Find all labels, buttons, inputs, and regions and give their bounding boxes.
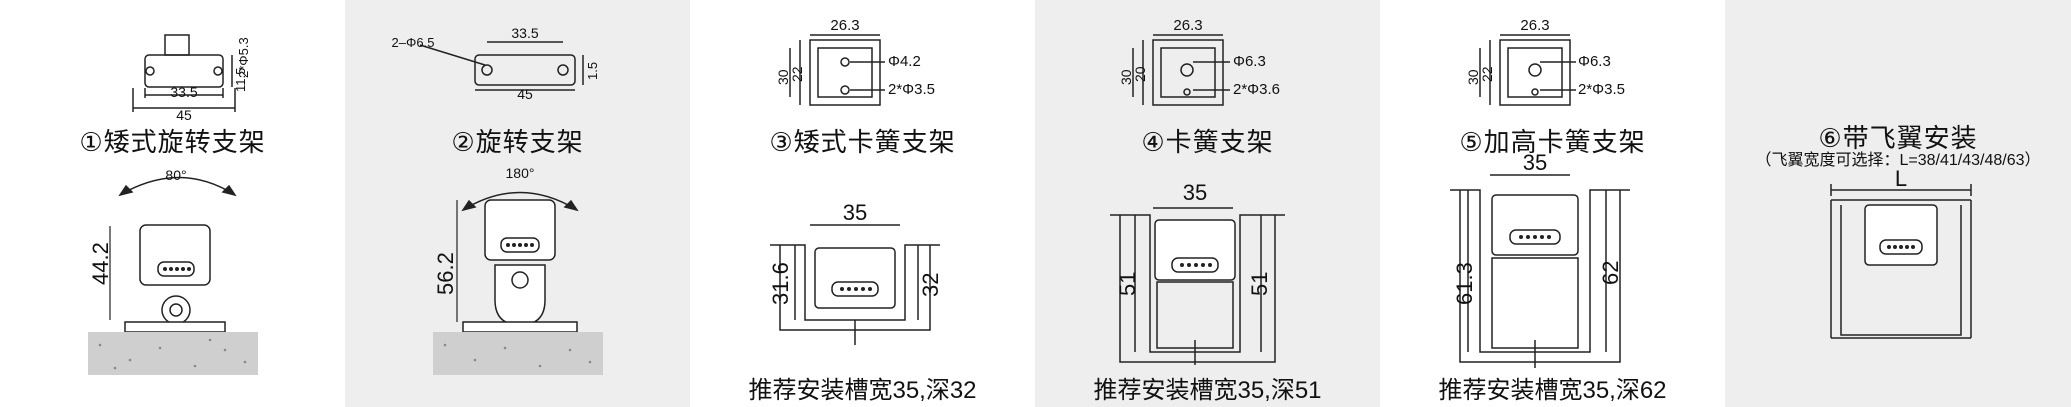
low-spring-clip-drawing: 26.3 30 22 Φ4.2 2*Φ3.5 35 31.6 32 — [768, 17, 943, 345]
panel-low-spring-clip-bracket: 26.3 30 22 Φ4.2 2*Φ3.5 35 31.6 32 — [690, 0, 1035, 407]
dim-height-small: 11.5 — [233, 68, 248, 92]
dim-right-height: 32 — [918, 273, 943, 297]
dim-left-height: 31.6 — [768, 262, 793, 305]
dim-flange-width: L — [1895, 166, 1907, 191]
install-recommendation: 推荐安装槽宽35,深62 — [1438, 377, 1667, 404]
dim-side-holes: 2*Φ3.5 — [888, 81, 935, 98]
dim-hole-spacing: 33.5 — [511, 25, 538, 41]
dim-top-width: 26.3 — [830, 17, 859, 34]
dim-top-width: 26.3 — [1173, 17, 1202, 34]
dim-height-small: 1.5 — [585, 62, 600, 80]
dim-side-holes: 2*Φ3.6 — [1233, 81, 1280, 98]
dim-inner-height: 22 — [1479, 66, 1495, 82]
panel-title: ⑤加高卡簧支架 — [1459, 127, 1646, 157]
panel-title: ②旋转支架 — [451, 127, 584, 157]
dim-hole-diameter: 2–Φ6.5 — [392, 35, 435, 50]
dim-total-height: 44.2 — [88, 242, 113, 285]
panel-title: ④卡簧支架 — [1141, 127, 1274, 157]
dim-channel-width: 35 — [1183, 180, 1207, 205]
dim-inner-height: 22 — [789, 66, 805, 82]
spring-clip-drawing: 26.3 30 20 Φ6.3 2*Φ3.6 35 51 51 — [1110, 17, 1285, 365]
panel-title: ①矮式旋转支架 — [79, 127, 266, 157]
flange-mount-drawing: L — [1830, 166, 1972, 339]
dim-outer-height: 30 — [1465, 69, 1481, 85]
dim-center-hole: Φ6.3 — [1578, 53, 1611, 70]
dim-hole-spacing: 33.5 — [170, 84, 197, 100]
panel-title: ⑥带飞翼安装 — [1818, 123, 1978, 153]
dim-center-hole: Φ4.2 — [888, 53, 921, 70]
dim-top-width: 26.3 — [1520, 17, 1549, 34]
panel-flange-mount: ⑥带飞翼安装 （飞翼宽度可选择：L=38/41/43/48/63） L — [1725, 0, 2071, 407]
dim-side-holes: 2*Φ3.5 — [1578, 81, 1625, 98]
rotation-angle: 180° — [506, 165, 535, 181]
install-recommendation: 推荐安装槽宽35,深51 — [1093, 377, 1322, 404]
dim-right-height: 62 — [1598, 261, 1623, 285]
dim-channel-width: 35 — [843, 200, 867, 225]
dim-left-height: 51 — [1115, 272, 1140, 296]
panel-rotating-bracket: 33.5 45 2–Φ6.5 1.5 180° 56.2 — [345, 0, 690, 407]
dim-center-hole: Φ6.3 — [1233, 53, 1266, 70]
dim-right-height: 51 — [1247, 272, 1272, 296]
dim-hole-diameter: 2*Φ5.3 — [236, 37, 251, 78]
dim-outer-height: 30 — [775, 69, 791, 85]
dim-total-height: 56.2 — [433, 252, 458, 295]
dim-left-height: 61.3 — [1452, 262, 1477, 305]
panel-spring-clip-bracket: 26.3 30 20 Φ6.3 2*Φ3.6 35 51 51 — [1035, 0, 1380, 407]
low-rotating-bracket-drawing: 33.5 45 2*Φ5.3 11.5 80° 44 — [88, 34, 258, 375]
dim-base-width: 45 — [176, 107, 192, 123]
dim-outer-height: 30 — [1118, 69, 1134, 85]
dim-channel-width: 35 — [1523, 150, 1547, 175]
panel-raised-spring-clip-bracket: 26.3 30 22 Φ6.3 2*Φ3.5 35 61.3 62 — [1380, 0, 1725, 407]
panel-low-rotating-bracket: 33.5 45 2*Φ5.3 11.5 80° 44 — [0, 0, 345, 407]
install-recommendation: 推荐安装槽宽35,深32 — [748, 377, 977, 404]
flange-width-note: （飞翼宽度可选择：L=38/41/43/48/63） — [1755, 152, 2041, 169]
rotating-bracket-drawing: 33.5 45 2–Φ6.5 1.5 180° 56.2 — [392, 25, 603, 375]
panel-title: ③矮式卡簧支架 — [769, 127, 956, 157]
rotation-angle: 80° — [165, 167, 186, 183]
raised-spring-clip-drawing: 26.3 30 22 Φ6.3 2*Φ3.5 35 61.3 62 — [1450, 17, 1630, 368]
dim-base-width: 45 — [517, 86, 533, 102]
dim-inner-height: 20 — [1132, 66, 1148, 82]
